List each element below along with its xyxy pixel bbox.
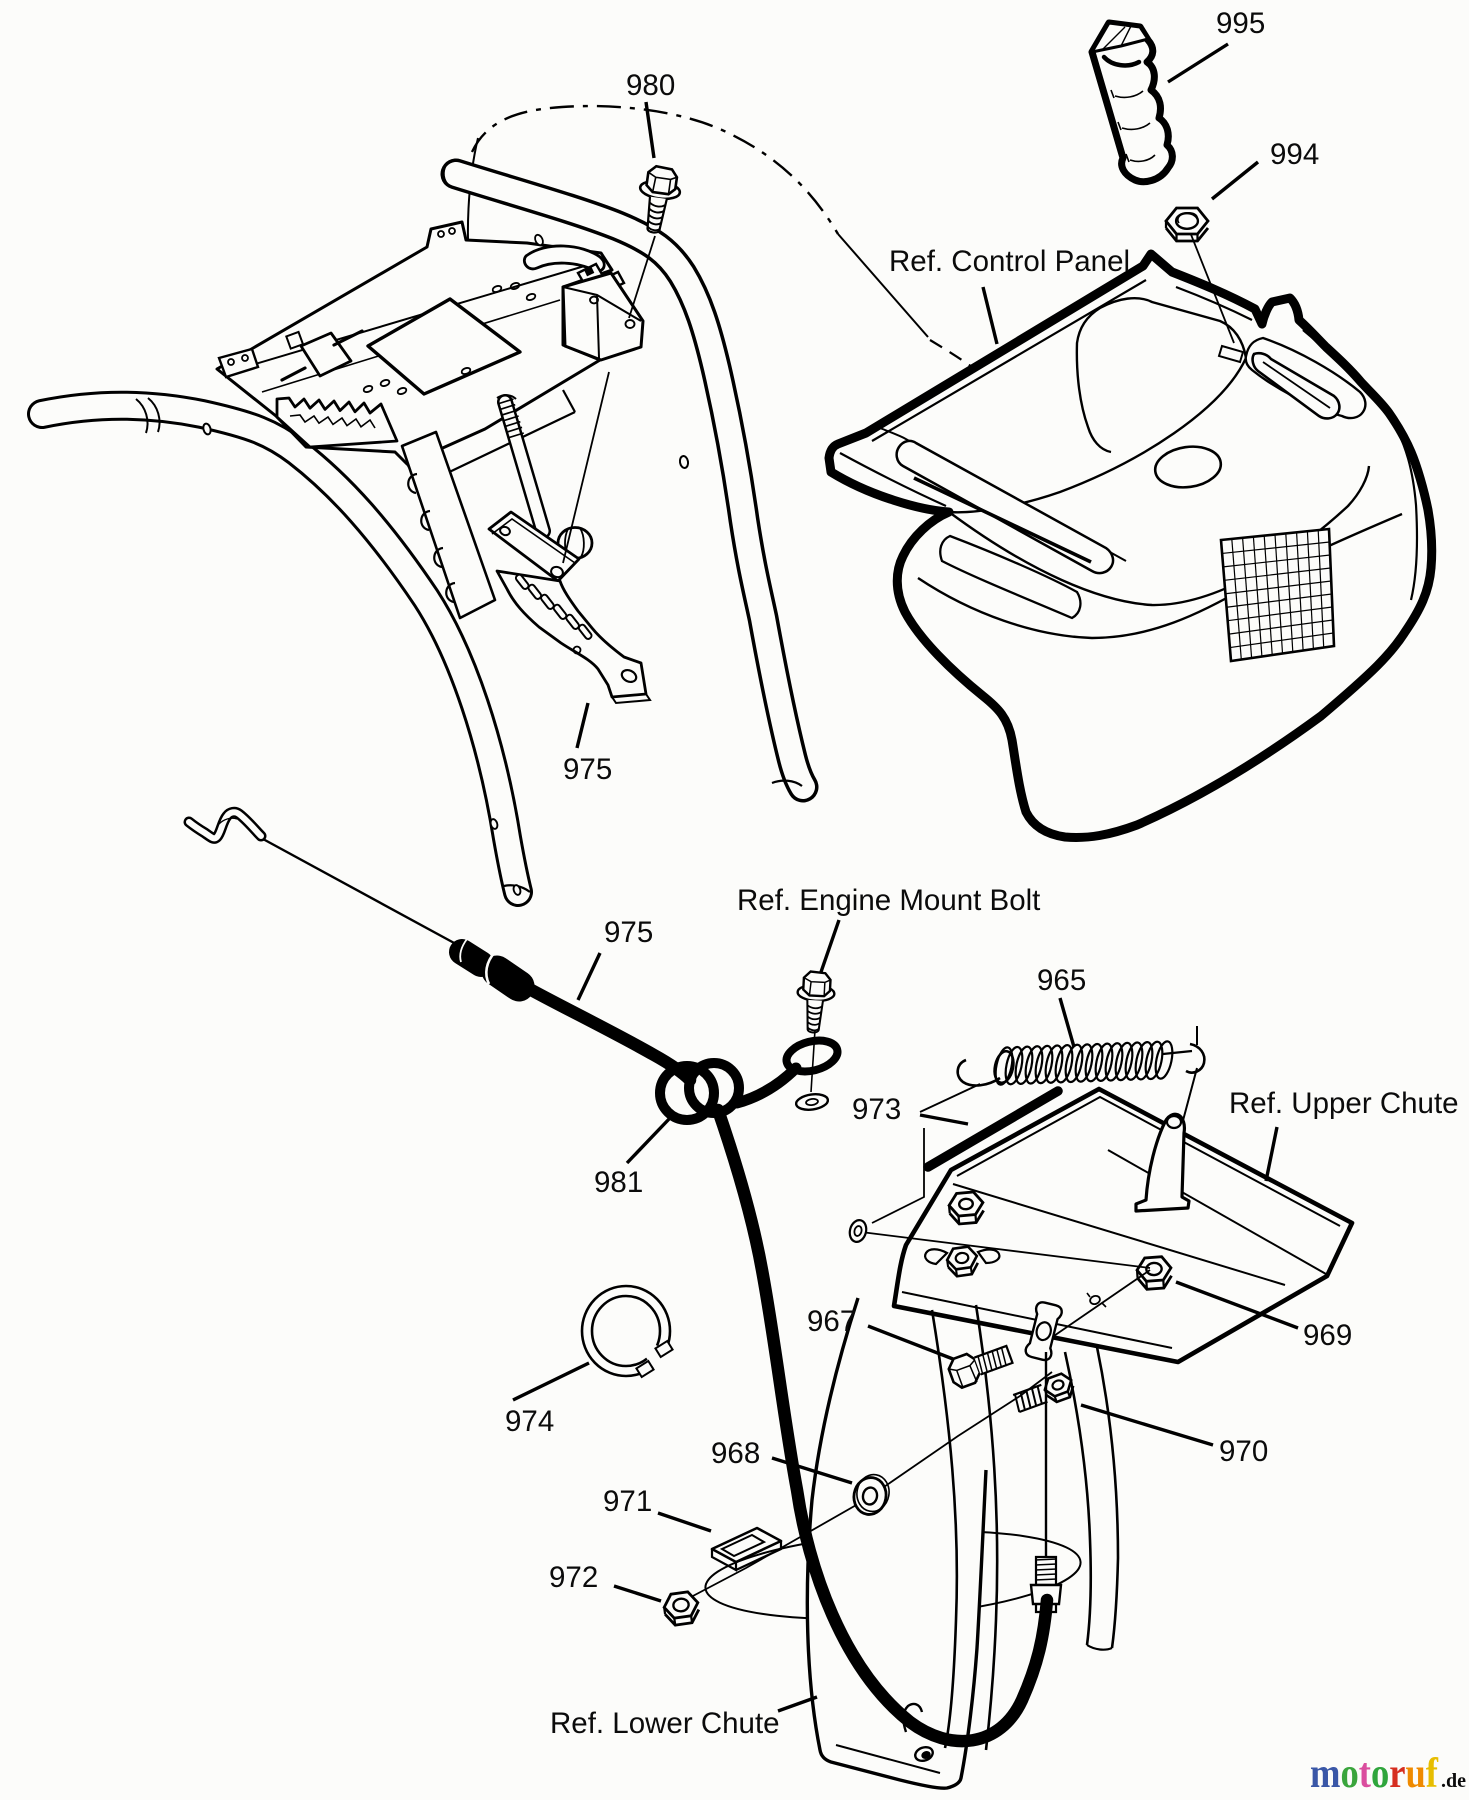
svg-text:975: 975 [563,753,612,786]
svg-text:motoruf: motoruf [1310,1751,1439,1797]
svg-text:Ref. Engine Mount Bolt: Ref. Engine Mount Bolt [737,884,1040,917]
svg-text:981: 981 [594,1166,643,1199]
svg-text:965: 965 [1037,964,1086,997]
svg-text:970: 970 [1219,1435,1268,1468]
svg-text:969: 969 [1303,1319,1352,1352]
svg-text:Ref. Upper Chute: Ref. Upper Chute [1229,1087,1459,1120]
svg-text:968: 968 [711,1437,760,1470]
svg-text:975: 975 [604,916,653,949]
svg-text:971: 971 [603,1485,652,1518]
svg-text:974: 974 [505,1405,554,1438]
svg-text:Ref. Control Panel: Ref. Control Panel [889,245,1130,278]
svg-text:973: 973 [852,1093,901,1126]
svg-text:995: 995 [1216,7,1265,40]
svg-text:.de: .de [1441,1770,1466,1792]
svg-text:Ref. Lower Chute: Ref. Lower Chute [550,1707,780,1740]
svg-text:994: 994 [1270,138,1319,171]
svg-text:980: 980 [626,69,675,102]
svg-text:972: 972 [549,1561,598,1594]
svg-text:967: 967 [807,1305,856,1338]
